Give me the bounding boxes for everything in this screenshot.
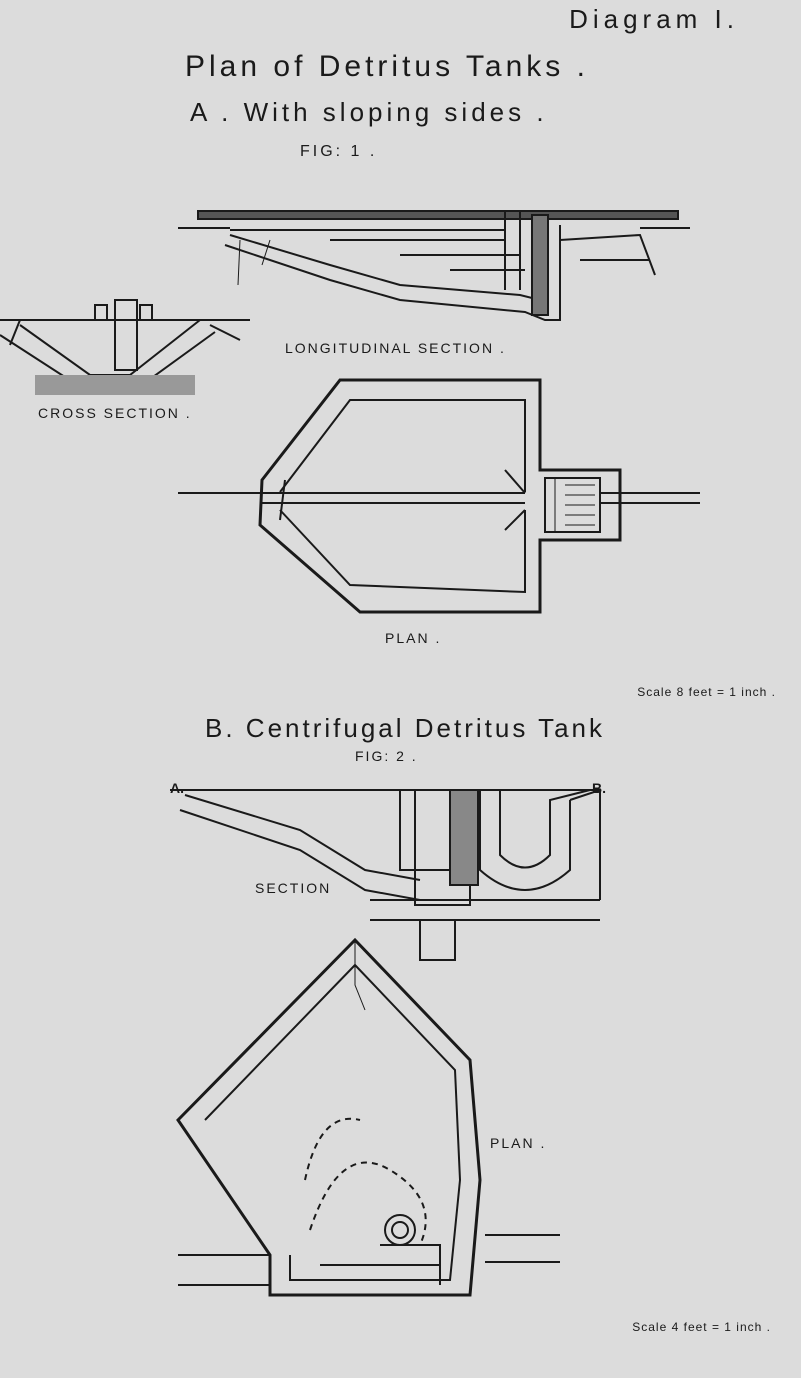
plan-2-label: PLAN . bbox=[490, 1135, 547, 1151]
longitudinal-section-drawing bbox=[178, 210, 690, 321]
page-title: Plan of Detritus Tanks . bbox=[185, 50, 589, 83]
point-b-label: B. bbox=[592, 780, 606, 796]
longitudinal-section-label: LONGITUDINAL SECTION . bbox=[285, 340, 506, 356]
figure-1-label: FIG: 1 . bbox=[300, 143, 378, 160]
plan-1-drawing bbox=[178, 378, 700, 614]
cross-section-drawing bbox=[0, 299, 250, 395]
figure-2-label: FIG: 2 . bbox=[355, 748, 418, 764]
subtitle-a: A . With sloping sides . bbox=[190, 97, 548, 127]
cross-section-label: CROSS SECTION . bbox=[38, 405, 192, 421]
plan-1-label: PLAN . bbox=[385, 630, 442, 646]
scale-2-label: Scale 4 feet = 1 inch . bbox=[632, 1320, 771, 1334]
section-2-label: SECTION bbox=[255, 880, 332, 896]
plan-2-drawing bbox=[176, 937, 560, 1297]
section-b-title: B. Centrifugal Detritus Tank bbox=[205, 713, 605, 743]
scale-1-label: Scale 8 feet = 1 inch . bbox=[637, 685, 776, 699]
section-2-drawing bbox=[170, 788, 601, 961]
diagram-label: Diagram I. bbox=[569, 4, 739, 34]
point-a-label: A. bbox=[170, 780, 184, 796]
